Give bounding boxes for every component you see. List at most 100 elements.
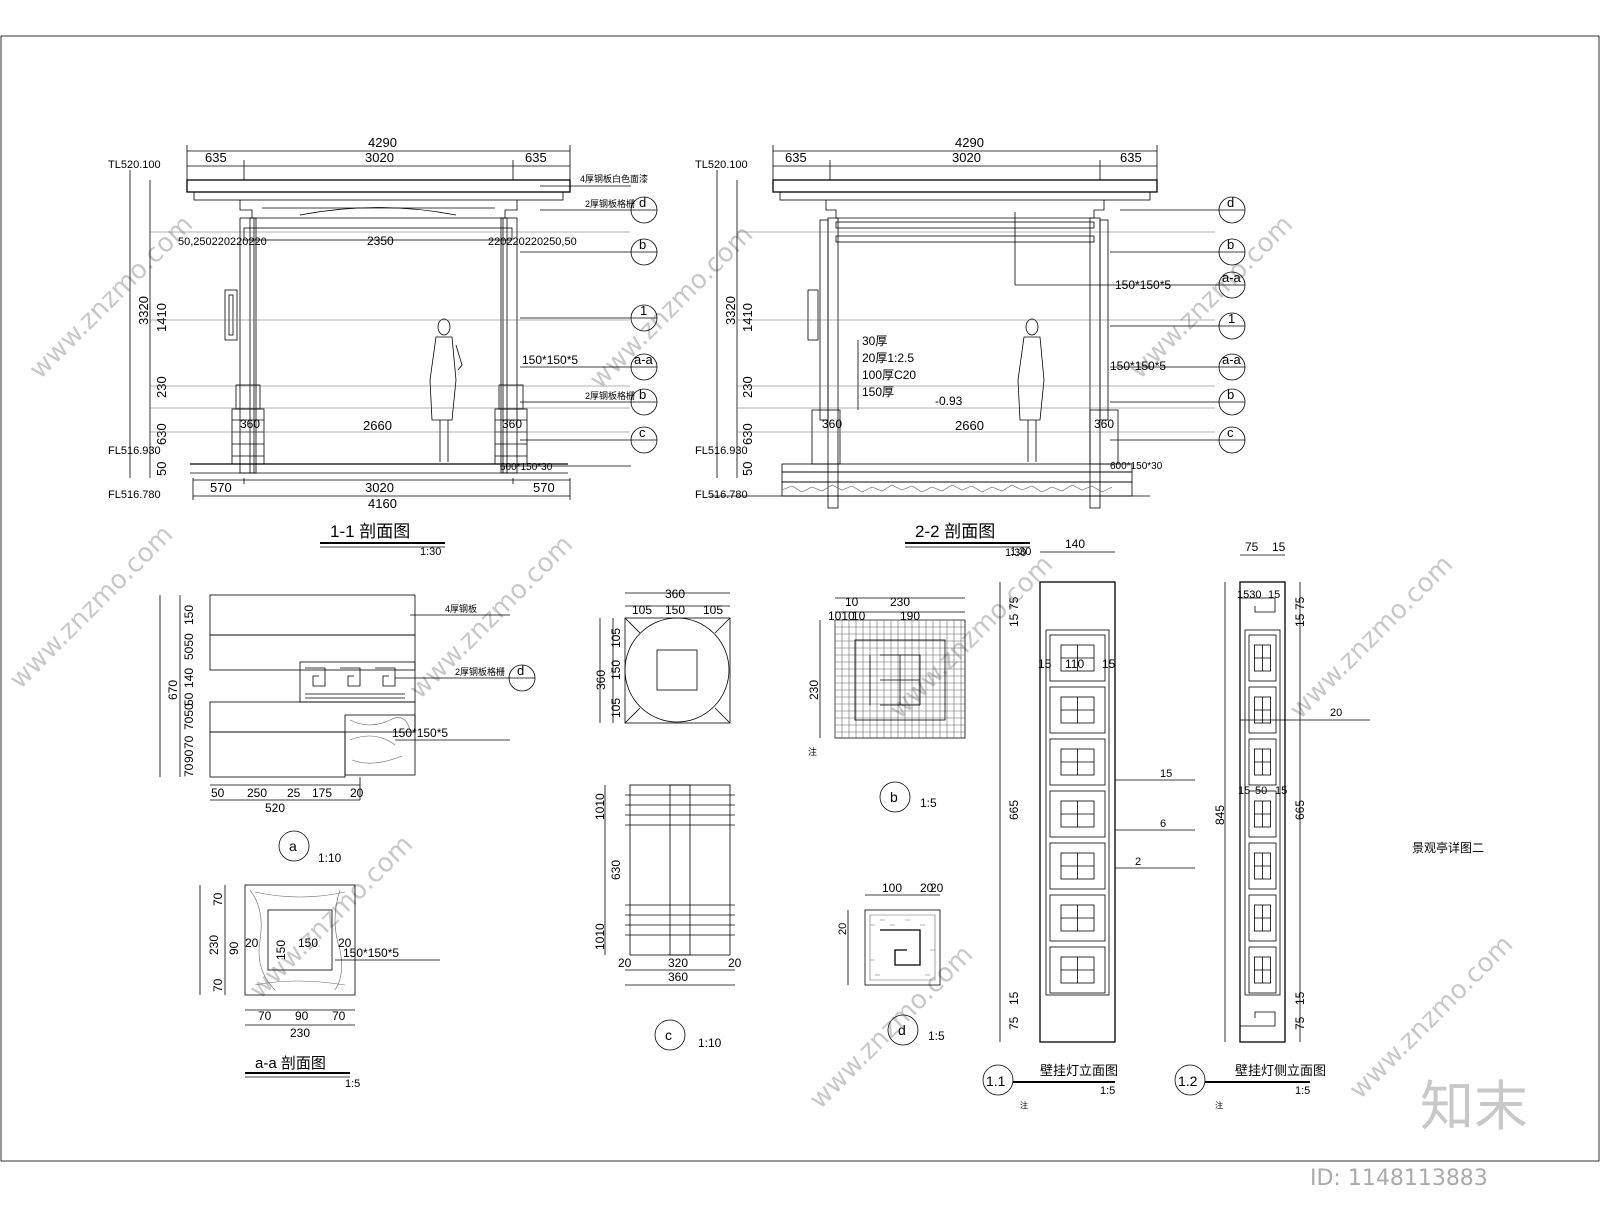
detail-scale: 1:5 [1295,1085,1310,1097]
layer-5: -0.93 [935,394,963,408]
sheet-border [0,35,1600,1162]
callout-b: b [639,237,646,252]
detail-label: a [289,838,297,854]
dim-span: 3020 [365,150,394,165]
lamp-front-elevation: 1:30 140 75 15 665 15 75 15 110 15 15 6 … [982,537,1195,1110]
dim-2: 230 [207,935,221,955]
note-stone: 600*150*30 [1110,461,1163,472]
dim-height: 3320 [723,296,738,325]
watermark-text: www.znzmo.com [4,520,179,695]
dim-l-4: 15 [1007,991,1021,1005]
dim-b-5: 20 [350,786,364,800]
plan-dim-2: 150 [665,603,685,617]
detail-a: 670 150 5050 140 50 7050 70 90 70 50 250… [159,594,536,865]
section-scale: 1:30 [420,546,441,558]
dim-r-1: 75 [1293,596,1307,610]
dim-b-3: 70 [332,1009,346,1023]
dim-r-5: 75 [1293,1016,1307,1030]
dim-b-4: 175 [312,786,332,800]
elevation-bot: FL516.780 [695,489,748,501]
detail-scale: 1:10 [318,851,342,865]
note: 注 [808,746,817,757]
dim-i-2: 110 [1065,657,1084,671]
note-1: 15 [1160,768,1172,780]
detail-scale: 1:10 [698,1036,722,1050]
callout-1: 1 [1228,311,1235,326]
dim-inner-1: 20 [245,936,259,950]
elev-dim-bot: 1010 [593,923,607,950]
dim-2: 230 [890,595,910,609]
dim-i-1: 15 [1238,785,1250,797]
watermark-logo: 知末 [1420,1075,1528,1138]
dim-a-4: 50 [182,692,196,706]
plan-dim-left-total: 360 [594,670,608,690]
callout-b2: b [639,387,646,402]
note-steel-tube: 150*150*5 [1115,278,1171,292]
dim-base-right: 360 [502,417,522,431]
dim-3: 1010 [828,609,855,623]
dim-i-3: 15 [1275,785,1287,797]
dim-mid-height: 1410 [154,303,169,332]
elevation-bot: FL516.780 [108,489,161,501]
dim-left-overhang: 635 [785,150,807,165]
dim-l-3: 665 [1007,800,1021,820]
scale-figure [429,318,463,462]
detail-a-a: 70 230 90 70 20 150 20 150 70 90 70 230 … [199,884,440,1090]
dim-l-1: 75 [1007,596,1021,610]
dim-l-5: 75 [1007,1016,1021,1030]
layer-4: 150厚 [862,385,894,399]
dim-b-1: 70 [258,1009,272,1023]
dim-right-overhang: 635 [525,150,547,165]
dim-a-1: 150 [182,605,196,625]
dim-base-top: 230 [740,376,755,398]
detail-label: 1.2 [1178,1073,1198,1089]
note-roof: 4厚钢板白色面漆 [580,173,648,184]
dim-1: 70 [211,892,225,906]
dim-base-top: 230 [154,376,169,398]
callout-c: c [639,425,646,440]
dim-inner-left: 50,250220220220 [178,236,267,248]
dim-b-2: 250 [247,786,267,800]
note-cap: 4厚钢板 [445,603,477,614]
watermark-layer: www.znzmo.com www.znzmo.com www.znzmo.co… [4,210,1528,1191]
lamp-side-elevation: 75 15 1530 15 845 75 15 665 15 75 15 50 … [1174,540,1370,1110]
dim-inner-right: 220220220250,50 [488,236,577,248]
note-tube: 150*150*5 [392,726,448,740]
elevation-top: TL520.100 [108,159,161,171]
dim-base-left: 360 [240,417,260,431]
watermark-id: ID: 1148113883 [1310,1166,1488,1191]
callout-aa: a-a [634,352,654,367]
dim-overall-width: 4290 [368,135,397,150]
footnote: 注 [1215,1100,1223,1110]
elev-dim-b-3: 20 [728,956,742,970]
dim-5: 10 [852,609,866,623]
dim-inner-span: 2350 [367,234,394,248]
dim-top-1: 75 [1245,540,1259,554]
watermark-text: www.znzmo.com [804,940,979,1115]
layer-3: 100厚C20 [862,368,916,382]
callout-aa2: a-a [1222,352,1242,367]
detail-b: 10 230 1010 190 10 230 注 b 1:5 [807,595,966,813]
plan-dim-left-3: 105 [609,698,623,718]
dim-overall-width: 4290 [955,135,984,150]
dim-left-overhang: 635 [205,150,227,165]
dim-bottom-span: 3020 [365,480,394,495]
dim-plinth: 50 [740,462,755,476]
dim-4: 70 [211,978,225,992]
note-grille-d: 2厚钢板格栅 [585,198,635,209]
dim-base: 630 [154,423,169,445]
note-2: 6 [1160,818,1166,830]
dim-bottom-total: 4160 [368,496,397,511]
plan-dim-total: 360 [665,587,685,601]
note-tube: 150*150*5 [343,946,399,960]
dim-a-6: 70 [182,735,196,749]
callout-b2: b [1227,387,1234,402]
callout-d: d [1227,195,1234,210]
plan-dim-left-1: 105 [609,628,623,648]
dim-left: 845 [1213,805,1227,825]
dim-base-left: 360 [822,417,842,431]
dim-inner-3: 20 [338,936,352,950]
dim-i-2: 50 [1255,785,1267,797]
dim-base-right: 360 [1094,417,1114,431]
